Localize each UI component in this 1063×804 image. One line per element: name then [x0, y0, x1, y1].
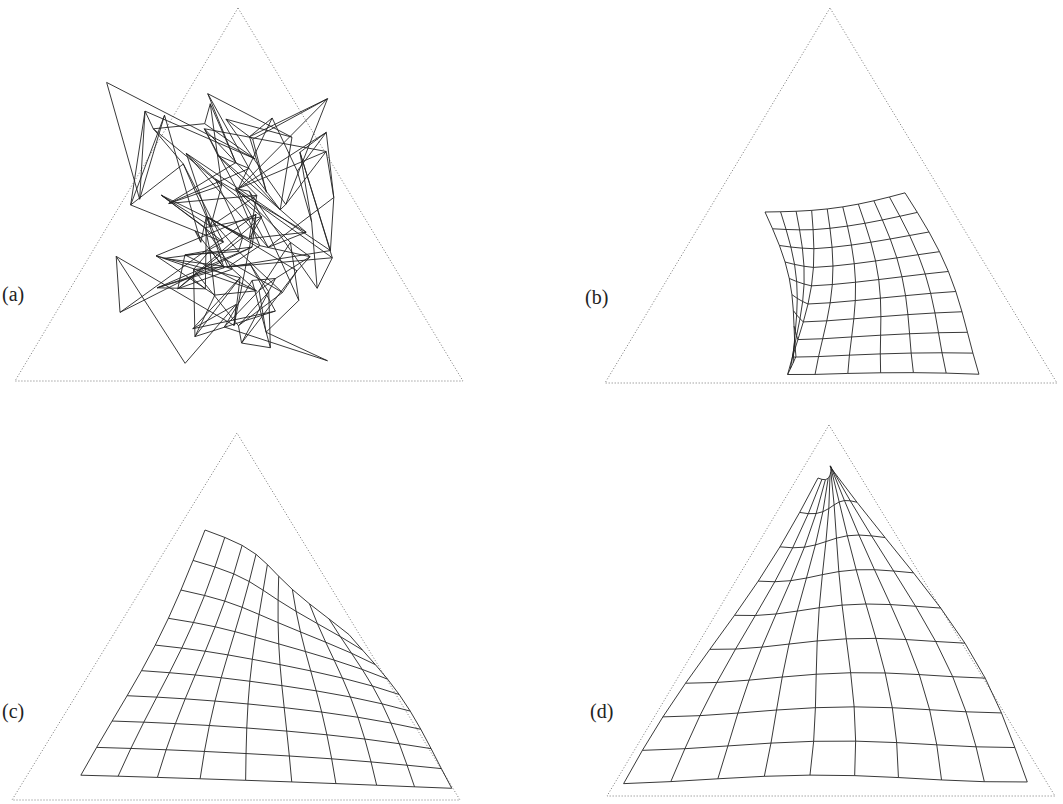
- panel-label: (b): [585, 286, 608, 309]
- mesh-line: [735, 604, 941, 616]
- triangle-boundary: [15, 8, 463, 381]
- mesh-line: [246, 565, 268, 781]
- mesh-line: [349, 635, 452, 789]
- mesh-line: [830, 466, 984, 782]
- mesh-line: [97, 747, 442, 768]
- mesh-line: [905, 193, 979, 374]
- mesh-line: [329, 619, 414, 787]
- triangle-boundary: [605, 8, 1057, 383]
- mesh-line: [663, 707, 1002, 717]
- triangle-boundary: [607, 425, 1055, 796]
- folded-mesh: [765, 193, 979, 375]
- mesh-line: [81, 530, 205, 775]
- mesh-line: [112, 721, 431, 749]
- mesh-line: [818, 466, 831, 480]
- mesh-line: [278, 576, 292, 782]
- tangled-mesh: [107, 82, 334, 363]
- mesh-line: [249, 118, 327, 361]
- panel-label: (c): [2, 700, 24, 723]
- panel-label: (d): [590, 700, 613, 723]
- mesh-line: [142, 671, 411, 711]
- mesh-line: [710, 638, 965, 649]
- mesh-line: [874, 201, 914, 373]
- panel-label: (a): [2, 283, 24, 306]
- mesh-line: [686, 673, 986, 683]
- mesh-line: [843, 207, 856, 374]
- mesh-line: [788, 356, 979, 374]
- mesh-line: [127, 696, 421, 730]
- mesh-line: [830, 467, 1027, 782]
- mesh-line: [107, 82, 292, 192]
- mesh-line: [758, 570, 913, 582]
- mesh-line: [624, 775, 1028, 784]
- mesh-line: [788, 210, 814, 374]
- mesh-line: [118, 537, 225, 776]
- mesh-line: [292, 589, 336, 783]
- mesh-line: [642, 741, 1014, 750]
- unfolded-mesh: [624, 466, 1028, 784]
- triangle-boundary: [12, 433, 460, 800]
- mesh-line: [831, 468, 898, 777]
- mesh-line: [140, 99, 328, 210]
- mesh-line: [764, 478, 828, 776]
- mesh-line: [889, 197, 946, 373]
- mesh-line: [153, 124, 240, 329]
- mesh-line: [765, 193, 905, 212]
- mesh-line: [792, 341, 972, 357]
- mesh-line: [157, 545, 242, 777]
- mesh-line: [765, 212, 796, 356]
- mesh-line: [161, 104, 275, 337]
- mesh-line: [200, 554, 256, 778]
- mesh-line: [810, 475, 830, 775]
- mesh-line: [790, 211, 804, 369]
- mesh-line: [309, 604, 376, 785]
- mesh-line: [224, 99, 332, 327]
- mesh-line: [131, 111, 256, 325]
- mesh-line: [226, 119, 334, 280]
- mesh-line: [671, 479, 822, 781]
- mesh-line: [815, 209, 833, 374]
- mesh-line: [785, 252, 939, 268]
- mesh-line: [205, 530, 349, 635]
- mesh-line: [858, 204, 881, 373]
- mesh-line: [718, 480, 826, 779]
- mesh-line: [624, 478, 818, 784]
- unfolded-mesh: [81, 530, 452, 788]
- mesh-line: [81, 775, 452, 788]
- mesh-line: [781, 212, 798, 363]
- mesh-line: [157, 217, 332, 289]
